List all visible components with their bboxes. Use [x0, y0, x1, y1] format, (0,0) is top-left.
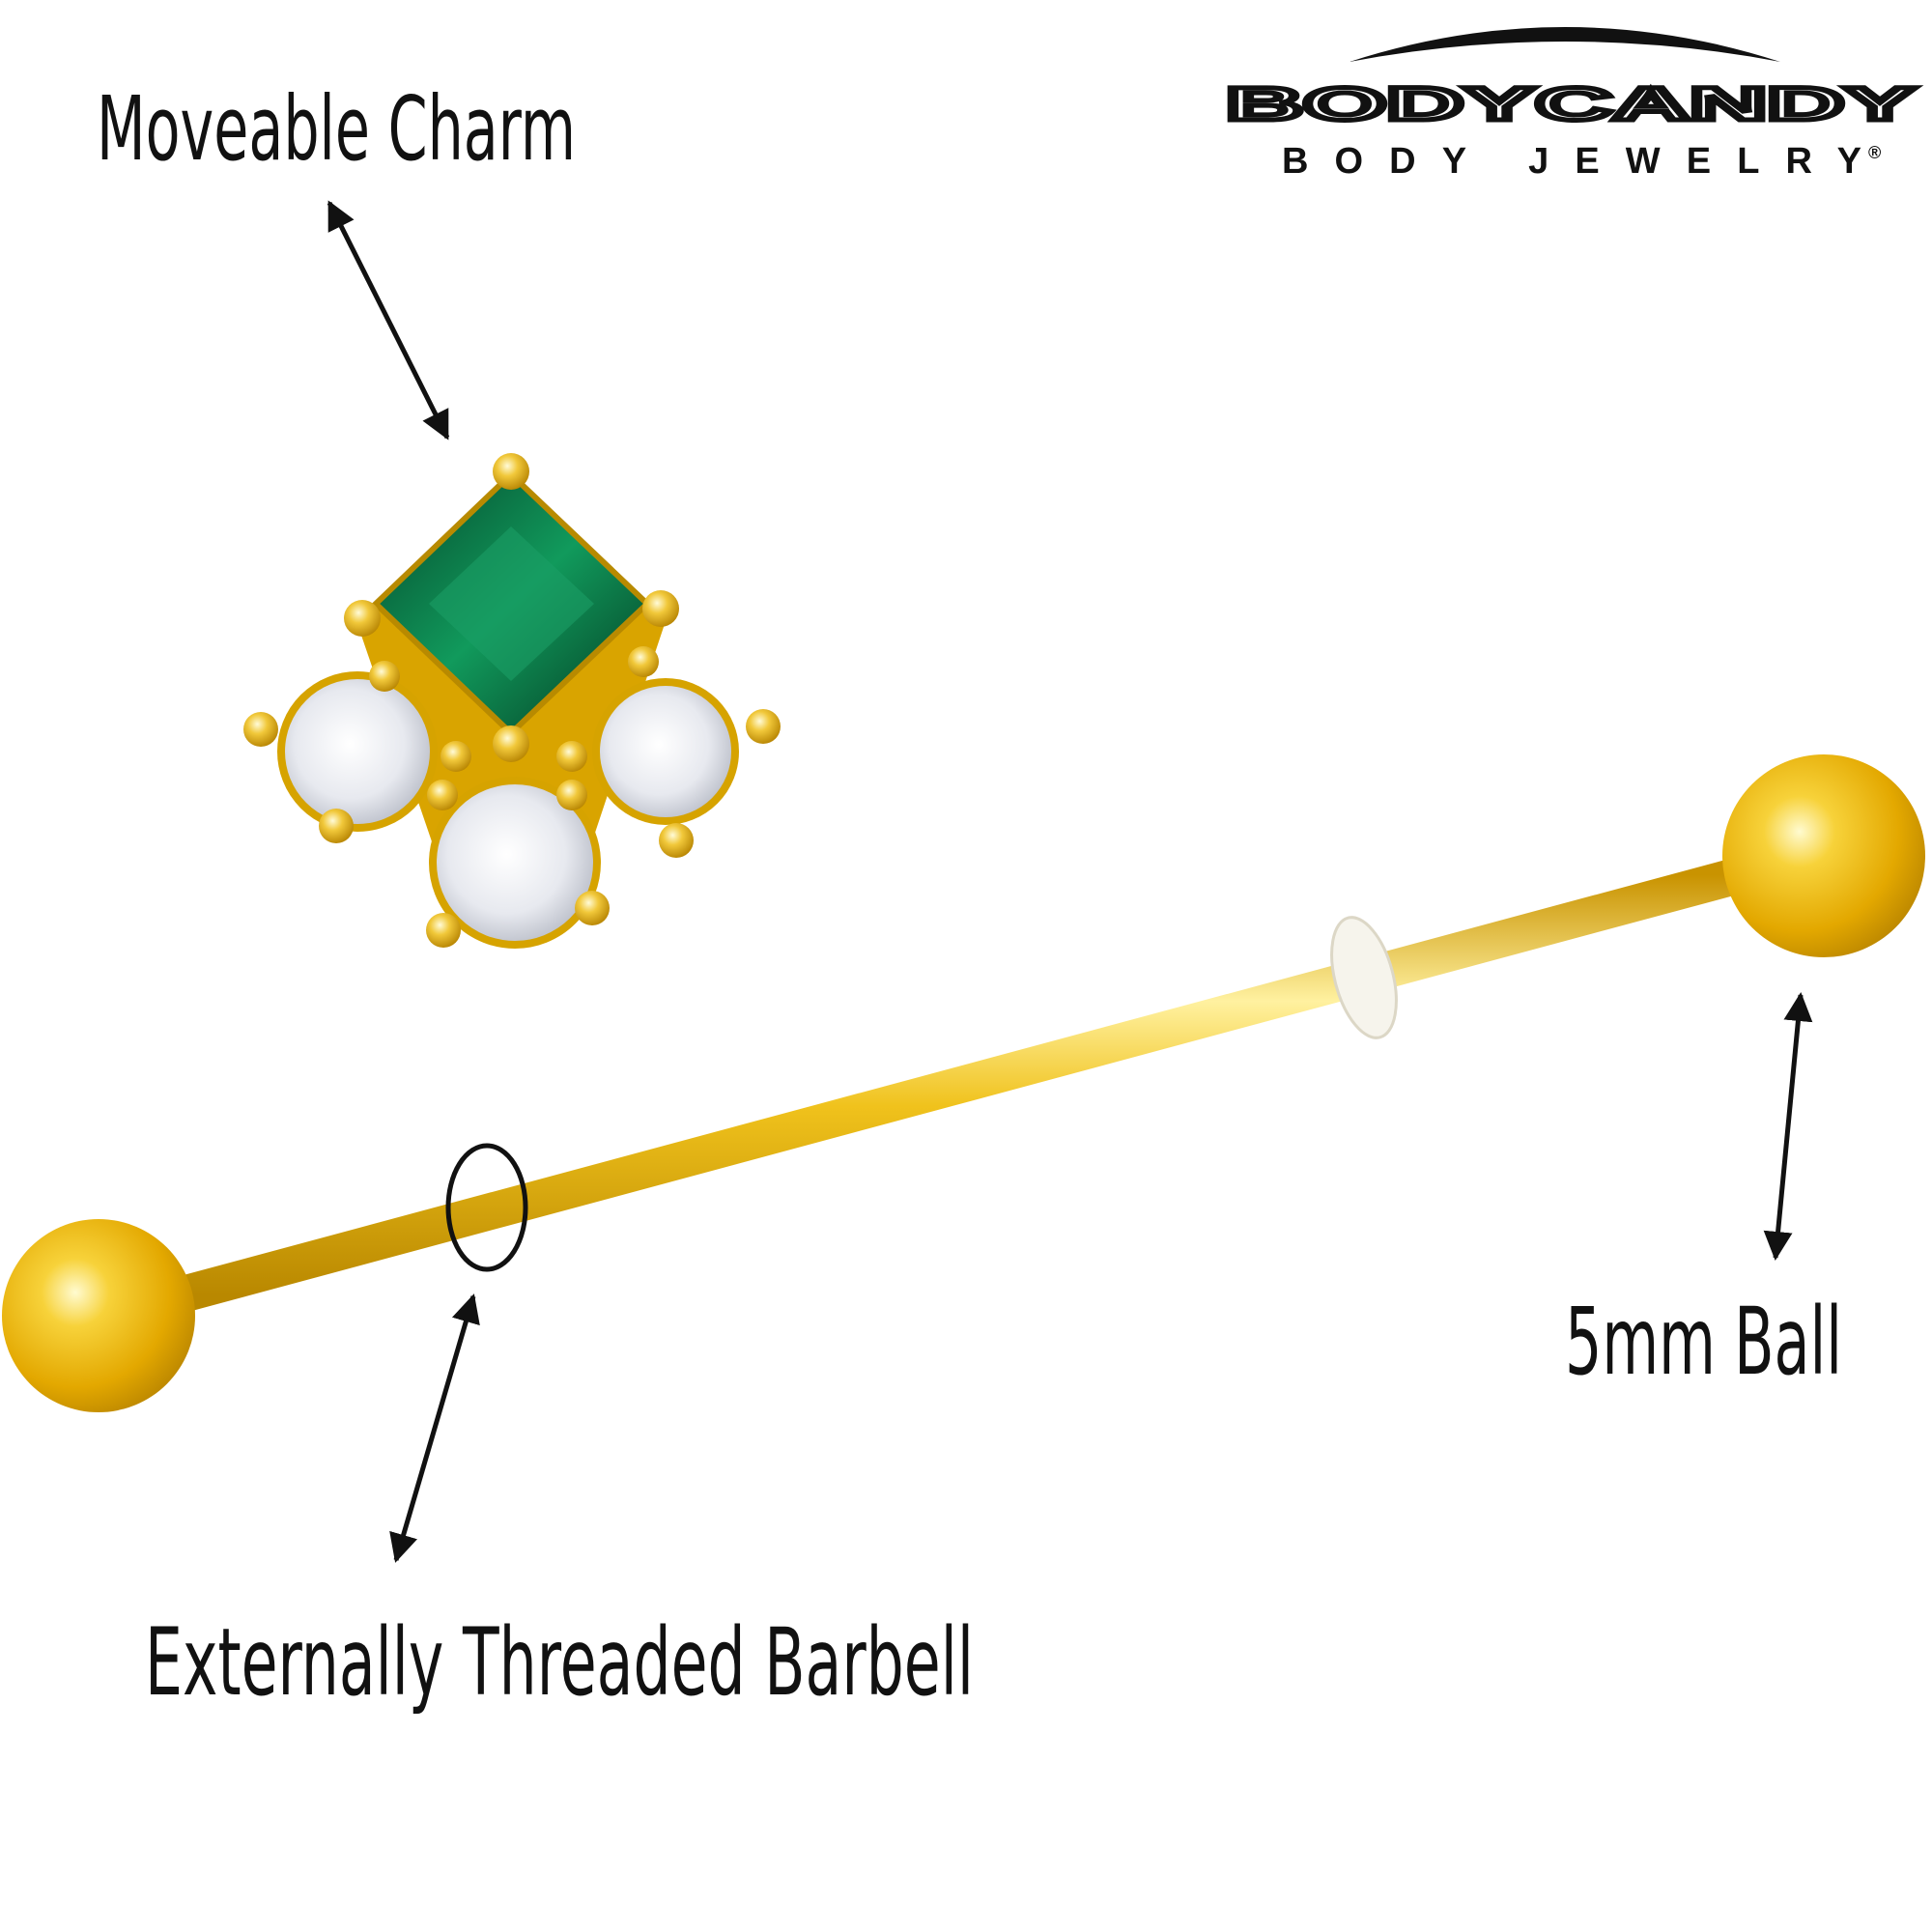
- left-ball: [2, 1219, 195, 1412]
- thread-marker-circle-icon: [445, 1143, 528, 1272]
- barbell: [2, 754, 1925, 1412]
- brand-logo: BODYCANDY BODY JEWELRY ®: [1224, 27, 1918, 182]
- externally-threaded-barbell-label: Externally Threaded Barbell: [145, 1608, 974, 1717]
- crystal-right: [592, 678, 739, 825]
- o-ring: [1330, 916, 1398, 1039]
- double-arrow-icon: [327, 200, 450, 440]
- logo-arc-icon: [1350, 27, 1780, 62]
- double-arrow-icon: [1763, 992, 1813, 1261]
- prongs: [243, 453, 781, 948]
- crystal-left: [277, 671, 438, 832]
- charm: [243, 453, 781, 949]
- 5mm-ball-label: 5mm Ball: [1565, 1288, 1842, 1396]
- logo-tagline-text: BODY JEWELRY: [1282, 141, 1861, 182]
- logo-brand-text: BODYCANDY: [1226, 79, 1916, 130]
- logo-registered-mark: ®: [1868, 143, 1881, 162]
- crystal-bottom: [429, 777, 601, 949]
- moveable-charm-label: Moveable Charm: [97, 77, 576, 181]
- right-ball: [1722, 754, 1925, 957]
- double-arrow-icon: [389, 1293, 480, 1563]
- barbell-bar: [160, 857, 1757, 1314]
